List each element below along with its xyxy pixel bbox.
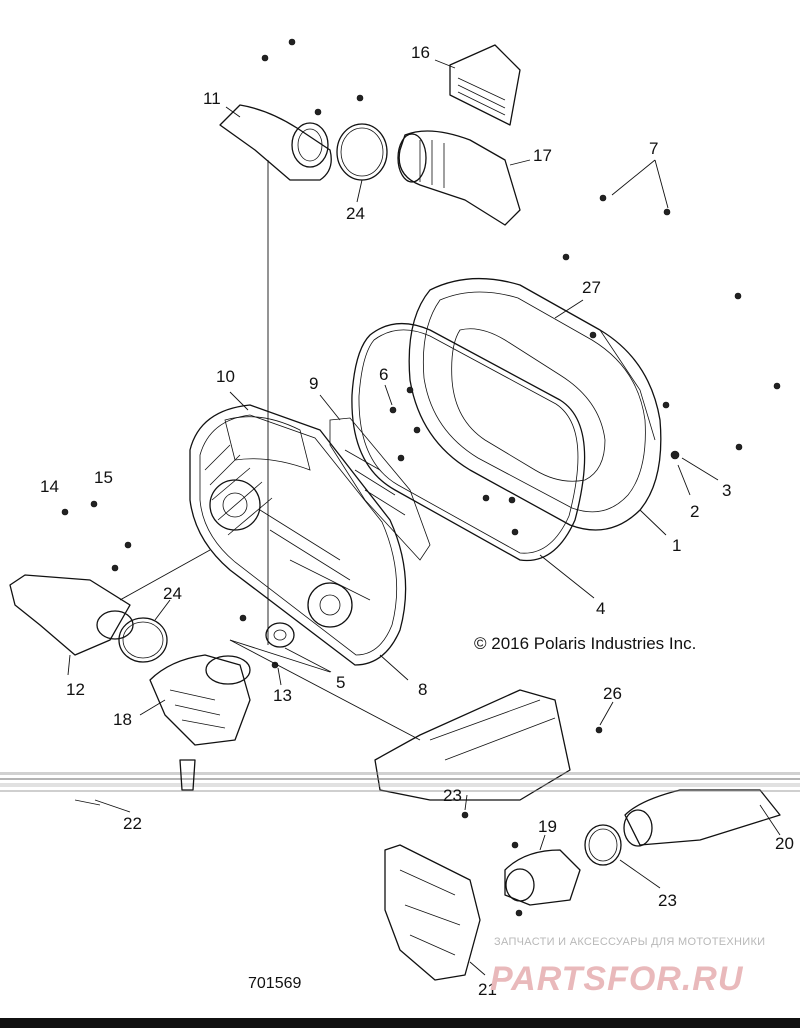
lower-exhaust-duct	[374, 689, 571, 801]
drain-plug	[74, 759, 196, 806]
callout-23b: 23	[443, 786, 462, 805]
upper-inlet-duct	[219, 104, 332, 181]
left-outlet-duct	[9, 574, 134, 656]
callout-11: 11	[203, 89, 221, 108]
watermark-tagline: ЗАПЧАСТИ И АКСЕССУАРЫ ДЛЯ МОТОТЕХНИКИ	[494, 936, 765, 948]
callout-7: 7	[649, 139, 658, 158]
upper-duct-boot	[397, 130, 521, 226]
callout-labels: 1 2 3 4 5 6 7 8 9 10 11 12 13 14 15 16 1…	[40, 43, 794, 999]
callout-4: 4	[596, 599, 605, 618]
callout-1: 1	[672, 536, 681, 555]
callout-10: 10	[216, 367, 235, 386]
washer	[265, 622, 295, 648]
callout-24a: 24	[346, 204, 365, 223]
callout-2: 2	[690, 502, 699, 521]
outer-clutch-cover	[408, 277, 662, 531]
callout-24b: 24	[163, 584, 182, 603]
callout-23a: 23	[658, 891, 677, 910]
bottom-bar	[0, 1018, 800, 1028]
bottom-bracket-duct	[384, 844, 481, 981]
cover-seal	[351, 322, 586, 562]
callout-3: 3	[722, 481, 731, 500]
callout-16: 16	[411, 43, 430, 62]
callout-20: 20	[775, 834, 794, 853]
bolts	[61, 38, 781, 917]
drawing-number: 701569	[248, 975, 301, 992]
inner-clutch-cover	[189, 404, 407, 666]
watermark-brand: PARTSFOR.RU	[490, 960, 744, 998]
intake-grille	[449, 44, 521, 126]
callout-26: 26	[603, 684, 622, 703]
upper-clamp	[336, 123, 388, 181]
callout-27: 27	[582, 278, 601, 297]
lower-right-boot	[504, 849, 581, 906]
gasket-strip	[329, 417, 431, 561]
callout-15: 15	[94, 468, 113, 487]
callout-19: 19	[538, 817, 557, 836]
copyright-notice: © 2016 Polaris Industries Inc.	[474, 634, 696, 653]
lower-boot	[149, 654, 251, 746]
callout-21: 21	[478, 980, 497, 999]
callout-6: 6	[379, 365, 388, 384]
callout-12: 12	[66, 680, 85, 699]
callout-18: 18	[113, 710, 132, 729]
leader-lines	[67, 59, 781, 976]
left-clamp	[118, 617, 168, 663]
callout-5: 5	[336, 673, 345, 692]
right-duct-tube	[623, 789, 781, 847]
callout-14: 14	[40, 477, 59, 496]
scan-noise-band	[0, 772, 800, 792]
callout-8: 8	[418, 680, 427, 699]
callout-13: 13	[273, 686, 292, 705]
right-clamp	[584, 824, 622, 866]
callout-22: 22	[123, 814, 142, 833]
callout-9: 9	[309, 374, 318, 393]
callout-17: 17	[533, 146, 552, 165]
